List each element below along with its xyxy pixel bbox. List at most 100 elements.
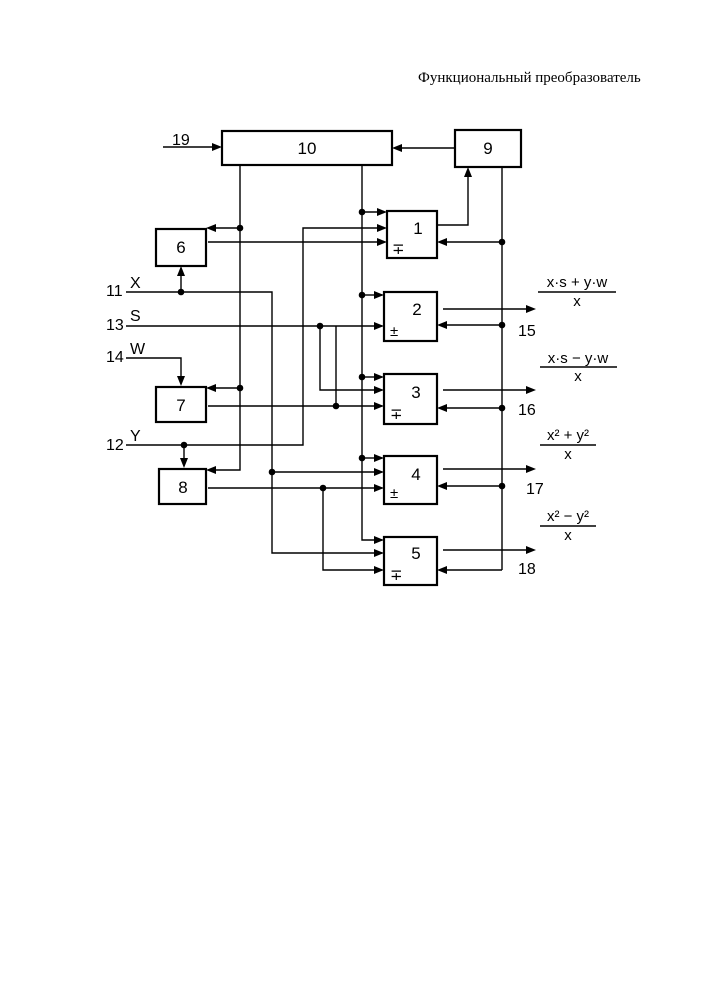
output-15-number: 15 — [518, 323, 536, 340]
formula-17: x² + y² x — [540, 427, 596, 463]
junction-dot — [317, 323, 324, 330]
wires — [126, 147, 528, 570]
block-3-label: 3 — [411, 383, 420, 402]
block-2: 2 ± — [384, 292, 437, 341]
junction-dot — [237, 385, 244, 392]
block-7-label: 7 — [176, 396, 185, 415]
input-y-var: Y — [130, 428, 141, 445]
arrow-4-b — [374, 468, 384, 476]
block-9: 9 — [455, 130, 521, 167]
arrow-into-6-right — [206, 224, 216, 232]
formula-18-denominator: x — [564, 527, 572, 544]
junction-dot — [359, 209, 366, 216]
block-1-label: 1 — [413, 219, 422, 238]
arrow-2-b — [374, 322, 384, 330]
junction-dot — [359, 292, 366, 299]
junction-dot — [320, 485, 327, 492]
arrow-3-a — [374, 373, 384, 381]
block-2-sign: ± — [390, 323, 398, 340]
arrow-5-fb — [437, 566, 447, 574]
outputs: 15 16 17 18 x·s + y·w x x·s − y·w x x² +… — [518, 274, 617, 578]
arrow-1-fb — [437, 238, 447, 246]
arrow-into-10-left — [212, 143, 222, 151]
arrow-into-8-top — [180, 458, 188, 468]
junction-dot — [178, 289, 185, 296]
junction-dot — [269, 469, 276, 476]
block-4-sign: ± — [390, 485, 398, 502]
block-6: 6 — [156, 229, 206, 266]
block-6-label: 6 — [176, 238, 185, 257]
output-17-number: 17 — [526, 481, 544, 498]
block-10-label: 10 — [298, 139, 317, 158]
junction-dot — [499, 483, 506, 490]
arrow-into-7-top — [177, 376, 185, 386]
arrow-4-a — [374, 454, 384, 462]
wire-input-w — [126, 358, 181, 381]
arrow-out-17 — [526, 465, 536, 473]
arrow-1-a — [377, 208, 387, 216]
input-14-number: 14 — [106, 349, 124, 366]
formula-16: x·s − y·w x — [540, 350, 617, 385]
junction-dot — [359, 455, 366, 462]
block-5: 5 ∓ — [384, 537, 437, 585]
block-8: 8 — [159, 469, 206, 504]
formula-17-denominator: x — [564, 446, 572, 463]
arrowheads — [177, 143, 536, 574]
arrow-into-8-right — [206, 466, 216, 474]
block-1-sign: ∓ — [392, 241, 405, 258]
input-x-var: X — [130, 275, 141, 292]
block-5-label: 5 — [411, 544, 420, 563]
block-2-label: 2 — [412, 300, 421, 319]
output-18-number: 18 — [518, 561, 536, 578]
arrow-4-c — [374, 484, 384, 492]
formula-16-numerator: x·s − y·w — [548, 350, 609, 367]
arrow-2-fb — [437, 321, 447, 329]
junction-dot — [359, 374, 366, 381]
arrow-into-6-bottom — [177, 266, 185, 276]
block-10: 10 — [222, 131, 392, 165]
output-16-number: 16 — [518, 402, 536, 419]
junction-dot — [333, 403, 340, 410]
block-9-label: 9 — [483, 139, 492, 158]
block-3-sign: ∓ — [390, 406, 403, 423]
formula-16-denominator: x — [574, 368, 582, 385]
junction-dot — [499, 322, 506, 329]
arrow-out-15 — [526, 305, 536, 313]
formula-17-numerator: x² + y² — [547, 427, 589, 444]
block-7: 7 — [156, 387, 206, 422]
block-3: 3 ∓ — [384, 374, 437, 424]
formula-18-numerator: x² − y² — [547, 508, 589, 525]
junction-dot — [237, 225, 244, 232]
block-5-sign: ∓ — [390, 567, 403, 584]
arrow-out-18 — [526, 546, 536, 554]
arrow-2-a — [374, 291, 384, 299]
arrow-into-7-right — [206, 384, 216, 392]
arrow-into-9 — [464, 167, 472, 177]
arrow-5-c — [374, 566, 384, 574]
block-4: 4 ± — [384, 456, 437, 504]
arrow-1-c — [377, 238, 387, 246]
wire-8-to-5 — [323, 488, 378, 570]
wire-10-left-bus — [212, 165, 240, 470]
input-12-number: 12 — [106, 437, 124, 454]
arrow-1-b — [377, 224, 387, 232]
junction-dot — [499, 405, 506, 412]
wire-1-to-9 — [437, 172, 468, 225]
arrow-4-fb — [437, 482, 447, 490]
input-11-number: 11 — [106, 283, 123, 300]
arrow-3-c — [374, 402, 384, 410]
input-13-number: 13 — [106, 317, 124, 334]
formula-15-denominator: x — [573, 293, 581, 310]
input-s-var: S — [130, 308, 141, 325]
junction-dots — [178, 209, 506, 492]
junction-dot — [181, 442, 188, 449]
formula-18: x² − y² x — [540, 508, 596, 544]
arrow-3-b — [374, 386, 384, 394]
arrow-5-b — [374, 549, 384, 557]
wire-10-right-bus — [362, 165, 378, 540]
input-19-number: 19 — [172, 132, 190, 149]
formula-15-numerator: x·s + y·w — [547, 274, 608, 291]
block-4-label: 4 — [411, 465, 420, 484]
block-8-label: 8 — [178, 478, 187, 497]
